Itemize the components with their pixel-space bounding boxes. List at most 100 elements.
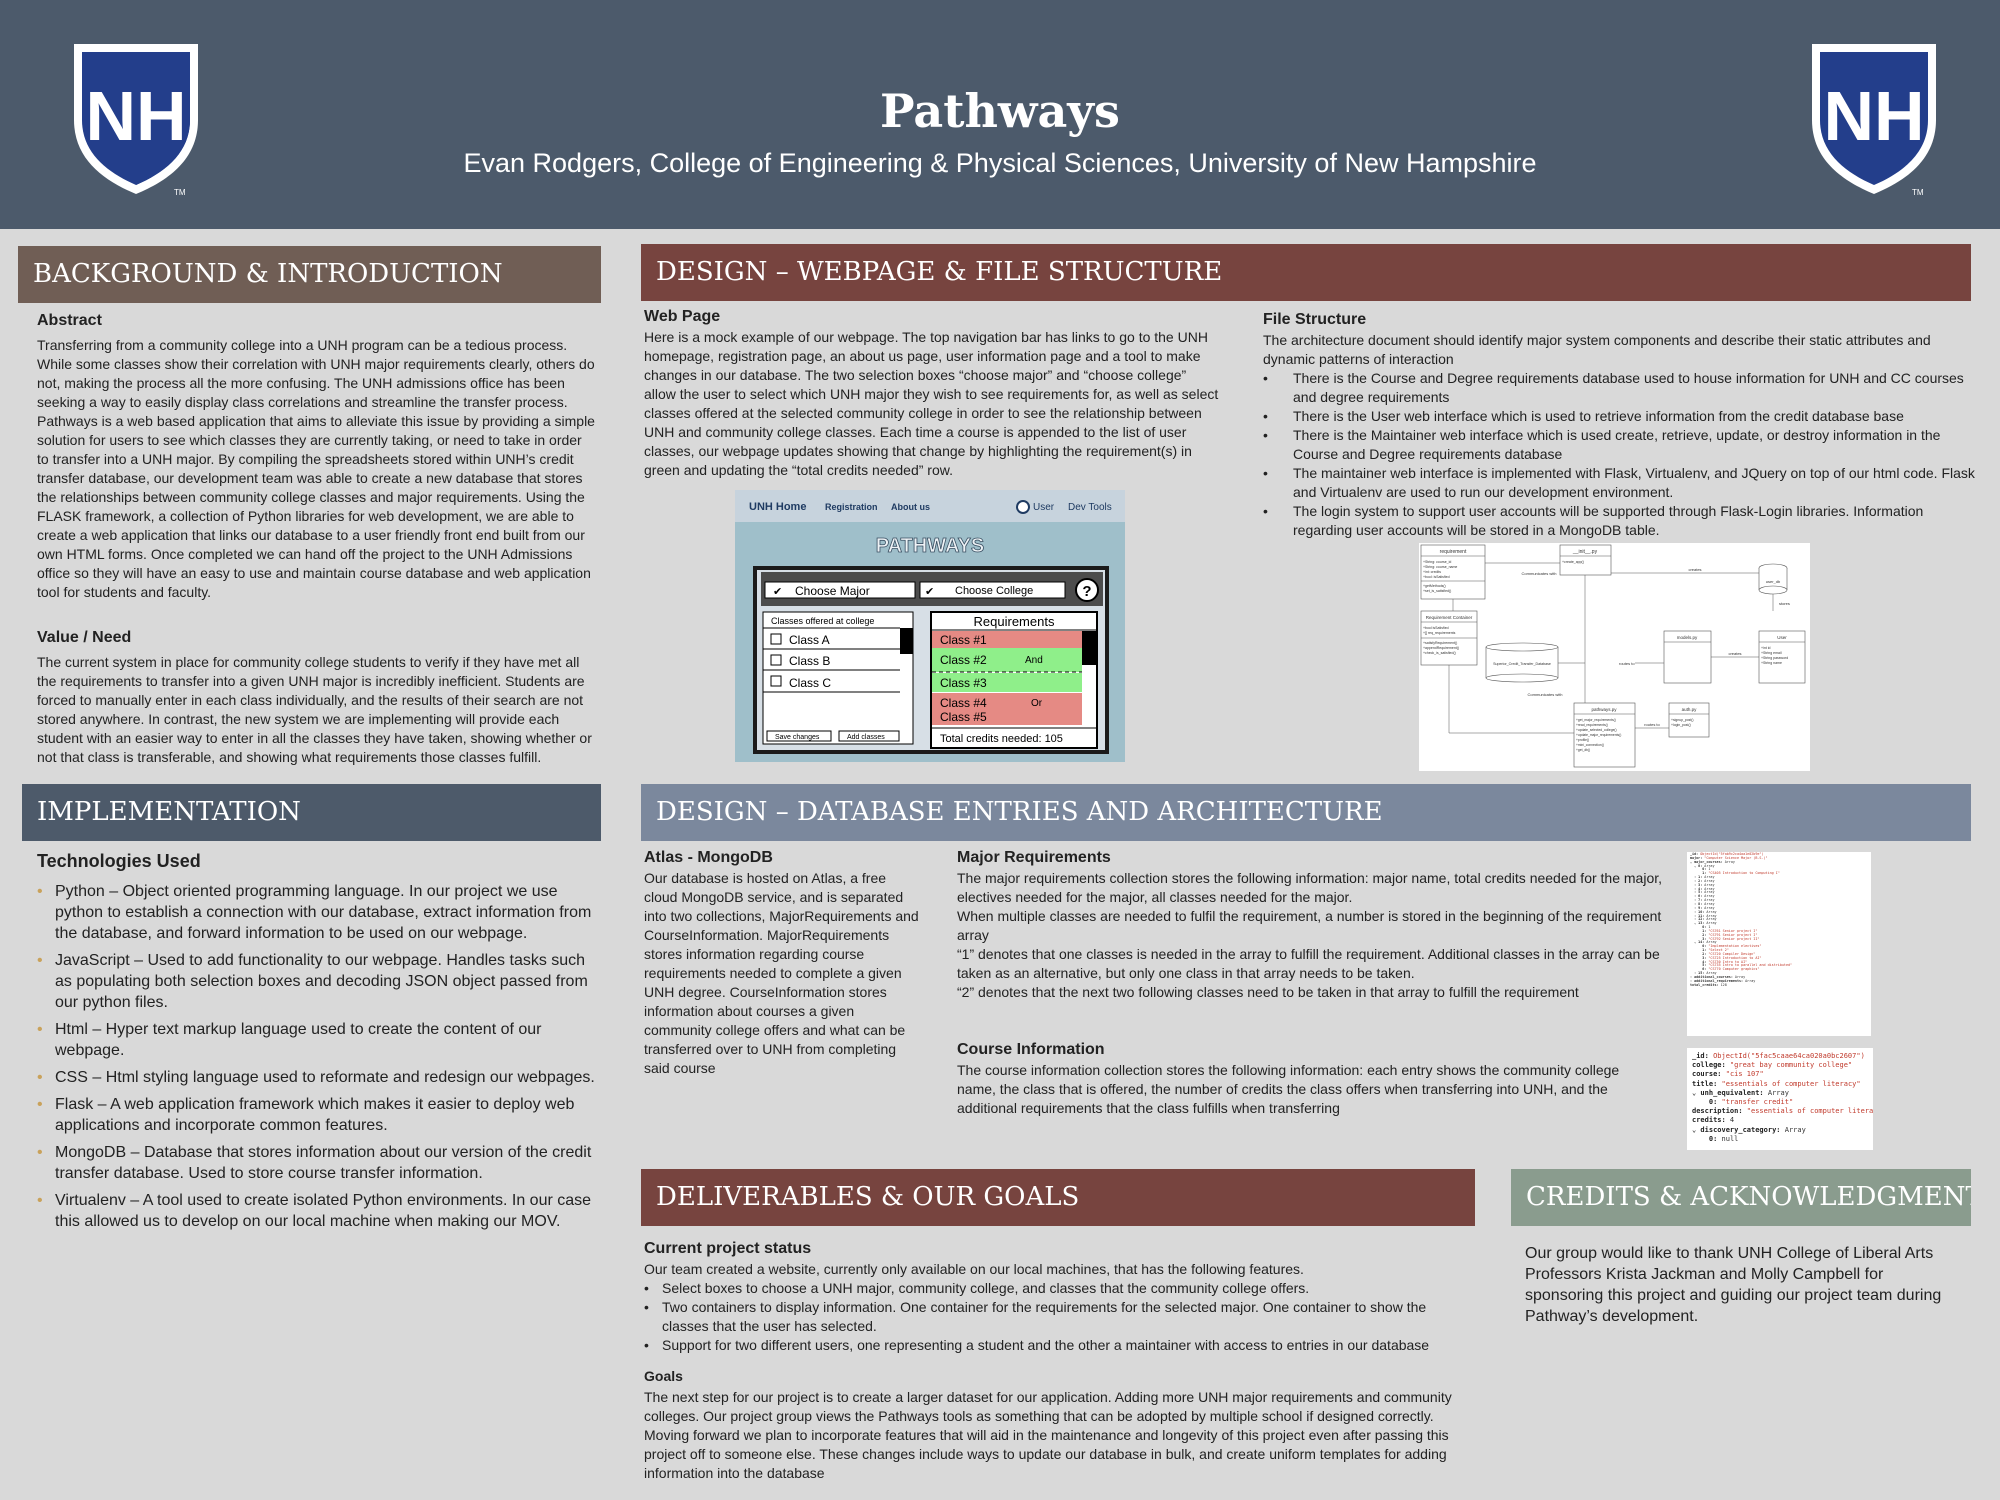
uml-edge-3: stores [1779,601,1790,606]
json-line: › 12: Array [1690,917,1717,922]
json-line: ⌄ 13: Array [1690,921,1717,926]
abstract-title: Abstract [37,312,102,329]
goals-text: The next step for our project is to crea… [644,1389,1452,1481]
mock-total: Total credits needed: 105 [940,733,1063,745]
json-line: › additional_courses: Array [1690,975,1746,979]
mock-help: ? [1082,583,1091,600]
json-line: ⌄ unh_equivalent: Array [1692,1088,1789,1097]
json-line: ⌄ 14: Array [1690,940,1717,945]
uml-auth: auth.py [1682,707,1698,712]
json-line: 1: "CS405 Introduction to Computing I" [1690,871,1780,876]
major-text-3: “1” denotes that one classes is needed i… [957,946,1660,981]
list-item: JavaScript – Used to add functionality t… [37,950,602,1013]
goals-title: Goals [644,1368,683,1384]
svg-text:✔: ✔ [925,586,934,598]
uml-user: User [1777,635,1787,640]
svg-text:+create_app(): +create_app() [1562,560,1584,564]
background-section: Abstract Transferring from a community c… [37,311,597,767]
json-line: › 5: Array [1690,890,1715,895]
json-line: › 8: Array [1690,901,1715,906]
json-line: › 3: Array [1690,882,1715,887]
json-line: 2: "CS791 Senior project I" [1690,932,1758,937]
json-line: description: "essentials of computer lit… [1692,1107,1873,1116]
atlas-text: Our database is hosted on Atlas, a free … [644,870,919,1076]
major-req-section: Major Requirements The major requirement… [957,848,1662,1002]
svg-text:+read_requirements(): +read_requirements() [1576,723,1608,727]
svg-text:+int id: +int id [1761,646,1770,650]
json-line: › 1: Array [1690,875,1715,880]
svg-text:+profile(): +profile() [1576,738,1589,742]
list-item: Flask – A web application framework whic… [37,1094,602,1136]
svg-text:+bool isSatisfied: +bool isSatisfied [1423,626,1449,630]
list-item: Python – Object oriented programming lan… [37,881,602,944]
file-title: File Structure [1263,311,1367,328]
svg-text:+update_major_requirements(): +update_major_requirements() [1576,733,1621,737]
credits-text: Our group would like to thank UNH Colleg… [1525,1245,1942,1325]
mock-req-1: Class #1 [940,633,987,647]
uml-diagram: requirement +String: course_id +String: … [1419,543,1810,771]
major-text-2: When multiple classes are needed to fulf… [957,908,1662,943]
deliverables-section: Current project status Our team created … [644,1239,1474,1483]
major-text-1: The major requirements collection stores… [957,870,1663,905]
list-item: CSS – Html styling language used to refo… [37,1067,602,1088]
mock-nav-about: About us [891,502,930,512]
status-bullets: Select boxes to choose a UNH major, comm… [644,1279,1474,1355]
svg-text:+set_is_satisfied(): +set_is_satisfied() [1423,589,1451,593]
uml-edge-1: Communicates with [1522,571,1557,576]
json-line: 0: "Implementation electives" [1690,944,1762,949]
json-line: ⌄ discovery_category: Array [1692,1125,1806,1134]
json-line: 4: "CS730 Intro to AI" [1690,959,1748,964]
course-info-section: Course Information The course informatio… [957,1040,1637,1118]
course-title: Course Information [957,1041,1105,1058]
mock-req-header: Requirements [974,614,1055,629]
list-item: Two containers to display information. O… [644,1298,1474,1336]
svg-text:+signup_post(): +signup_post() [1671,718,1694,722]
logo-text: NH [85,77,186,155]
list-item: There is the Maintainer web interface wh… [1263,426,1975,464]
list-item: There is the User web interface which is… [1263,407,1975,426]
json-line: 1: "Select 2" [1690,948,1729,953]
value-text: The current system in place for communit… [37,654,592,765]
json-line: › 6: Array [1690,894,1715,899]
svg-text:+login_post(): +login_post() [1671,723,1691,727]
deliverables-heading: DELIVERABLES & OUR GOALS [641,1169,1475,1226]
json-line: 0: null [1692,1134,1739,1143]
list-item: The login system to support user account… [1263,502,1975,540]
json-line: › 10: Array [1690,909,1717,914]
poster-header: NH TM Pathways Evan Rodgers, College of … [0,0,2000,229]
svg-text:+String password: +String password [1761,656,1788,660]
svg-text:+String: course_name: +String: course_name [1423,565,1457,569]
svg-text:+String: course_id: +String: course_id [1423,560,1451,564]
json-line: 3: "CS725 Introduction to AI" [1690,955,1762,960]
poster-subtitle: Evan Rodgers, College of Engineering & P… [463,148,1537,178]
atlas-section: Atlas - MongoDB Our database is hosted o… [644,848,920,1078]
list-item: Select boxes to choose a UNH major, comm… [644,1279,1474,1298]
course-text: The course information collection stores… [957,1062,1620,1116]
webpage-section: Web Page Here is a mock example of our w… [644,307,1219,480]
uml-edge-5: routes to [1619,661,1635,666]
credits-section: Our group would like to thank UNH Colleg… [1525,1243,1965,1327]
implementation-section: Technologies Used Python – Object orient… [37,852,602,1238]
mock-req-3: Class #3 [940,676,987,690]
svg-text:+String email: +String email [1761,651,1782,655]
uml-user-db: user_db [1766,579,1781,584]
mock-choose-major: Choose Major [795,584,870,598]
mock-nav-home: UNH Home [749,501,806,513]
json-line: _id: ObjectId("5fab9c2ca4aa1e02b9e") [1690,852,1764,856]
logo-tm: TM [1912,188,1924,197]
webpage-mockup: UNH Home Registration About us User Dev … [735,490,1125,762]
uml-edge-4: creates [1728,651,1741,656]
major-json-screenshot: _id: ObjectId("5fab9c2ca4aa1e02b9e")majo… [1687,852,1871,1036]
json-line: › 11: Array [1690,913,1717,918]
svg-text:+[] req_requirements: +[] req_requirements [1423,631,1456,635]
mock-nav-devtools: Dev Tools [1068,502,1112,513]
mock-choose-college: Choose College [955,585,1033,597]
poster-title: Pathways [880,84,1120,138]
json-line: credits: 4 [1692,1116,1735,1125]
uml-credit-db: Superior_Credit_Transfer_Database [1493,662,1551,666]
atlas-title: Atlas - MongoDB [644,849,773,866]
tech-title: Technologies Used [37,851,201,871]
mock-req-2: Class #2 [940,653,987,667]
json-line: 1: "CS761 Senior project I" [1690,928,1758,933]
uml-edge-6: Communicates with [1528,692,1563,697]
